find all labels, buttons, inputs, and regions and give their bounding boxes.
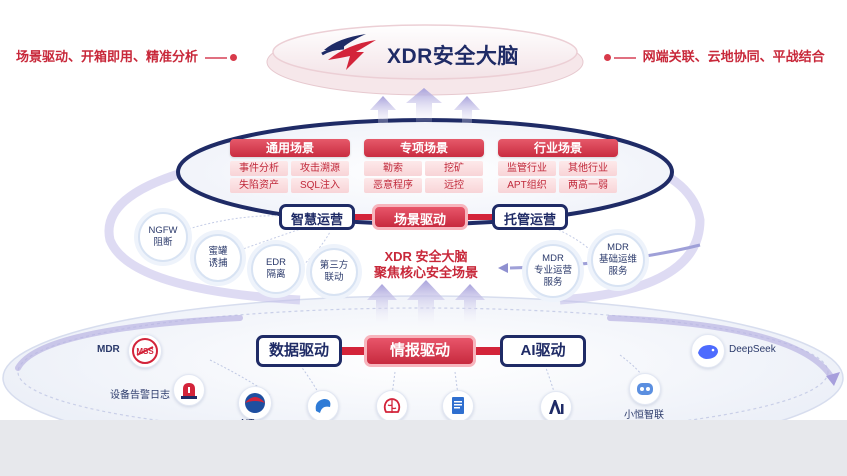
bubble-line: 基础运维 [598, 254, 637, 265]
right-tagline: 网端关联、云地协同、平战结合 [604, 46, 825, 65]
scene-item: 监管行业 [498, 161, 556, 176]
bubble-line: 第三方 [319, 260, 349, 271]
ops-smart-operations: 智慧运营 [279, 204, 355, 230]
drive-intelligence: 情报驱动 [364, 335, 476, 367]
core-title-line1: XDR 安全大脑 [384, 249, 468, 264]
core-title-line2: 聚焦核心安全场景 [373, 265, 478, 280]
bubble-line: 阻断 [153, 237, 173, 248]
robot-source-label: 小恒智联 [624, 410, 664, 421]
ops-scenario-driven: 场景驱动 [372, 204, 468, 230]
mss-badge: MSS [136, 347, 154, 356]
alarm-icon [173, 374, 205, 406]
scene-item: 其他行业 [559, 161, 617, 176]
left-tagline-dash [204, 56, 227, 59]
scene-header-industry: 行业场景 [498, 139, 618, 157]
base-sweep-left [15, 315, 243, 371]
right-tagline-dash [614, 56, 636, 59]
cloud-swirl-icon [307, 390, 339, 422]
bubble-line: MDR [542, 253, 564, 264]
bubble-honeypot: 蜜罐诱捕 [194, 234, 242, 282]
brand-title: XDR安全大脑 [387, 45, 519, 68]
brand-logo-icon [321, 34, 376, 70]
scene-item: SQL注入 [291, 178, 349, 193]
deepseek-whale-icon [691, 334, 725, 368]
document-icon [442, 390, 474, 422]
left-tagline-dot [229, 54, 237, 62]
base-sweep-arrowhead [826, 372, 840, 386]
bubble-line: 服务 [543, 277, 563, 288]
deepseek-label: DeepSeek [729, 344, 776, 355]
scene-item: 两高一弱 [559, 178, 617, 193]
right-tagline-text: 网端关联、云地协同、平战结合 [642, 49, 825, 64]
scene-item: 攻击溯源 [291, 161, 349, 176]
right-tagline-dot [604, 54, 611, 62]
left-tagline: 场景驱动、开箱即用、精准分析 [16, 46, 237, 65]
upper-arrows [370, 88, 480, 132]
scene-item: 远控 [425, 178, 483, 193]
mss-icon: MSS [128, 334, 162, 368]
bubble-line: NGFW [148, 225, 178, 236]
ops-managed-operations: 托管运营 [492, 204, 568, 230]
bubble-line: EDR [265, 257, 287, 268]
brain-icon [376, 390, 408, 422]
scene-item: 恶意程序 [364, 178, 422, 193]
scene-item: 失陷资产 [230, 178, 288, 193]
partner-logo-icon [238, 386, 272, 420]
bubble-line: 诱捕 [208, 258, 228, 269]
bubble-line: 蜜罐 [208, 246, 228, 257]
robot-icon [629, 373, 661, 405]
scene-header-general: 通用场景 [230, 139, 350, 157]
scene-item: 勒索 [364, 161, 422, 176]
left-tagline-text: 场景驱动、开箱即用、精准分析 [16, 49, 199, 64]
bubble-line: 服务 [608, 266, 628, 277]
bubble-third-party: 第三方联动 [310, 248, 358, 296]
base-sweep-right [607, 315, 835, 381]
alarm-log-label: 设备告警日志 [110, 390, 170, 401]
scene-item: 事件分析 [230, 161, 288, 176]
scene-item: APT组织 [498, 178, 556, 193]
bubble-line: 联动 [324, 272, 344, 283]
drive-ai: AI驱动 [500, 335, 586, 367]
scene-item: 挖矿 [425, 161, 483, 176]
ai-logo-icon [540, 391, 572, 423]
bubble-line: MDR [607, 242, 629, 253]
mdr-label: MDR [97, 344, 120, 355]
scene-header-special: 专项场景 [364, 139, 484, 157]
bottom-band [0, 420, 847, 476]
drive-data: 数据驱动 [256, 335, 342, 367]
lower-arrows [367, 280, 485, 330]
bubble-line: 专业运营 [533, 265, 572, 276]
bubble-line: 隔离 [266, 269, 286, 280]
